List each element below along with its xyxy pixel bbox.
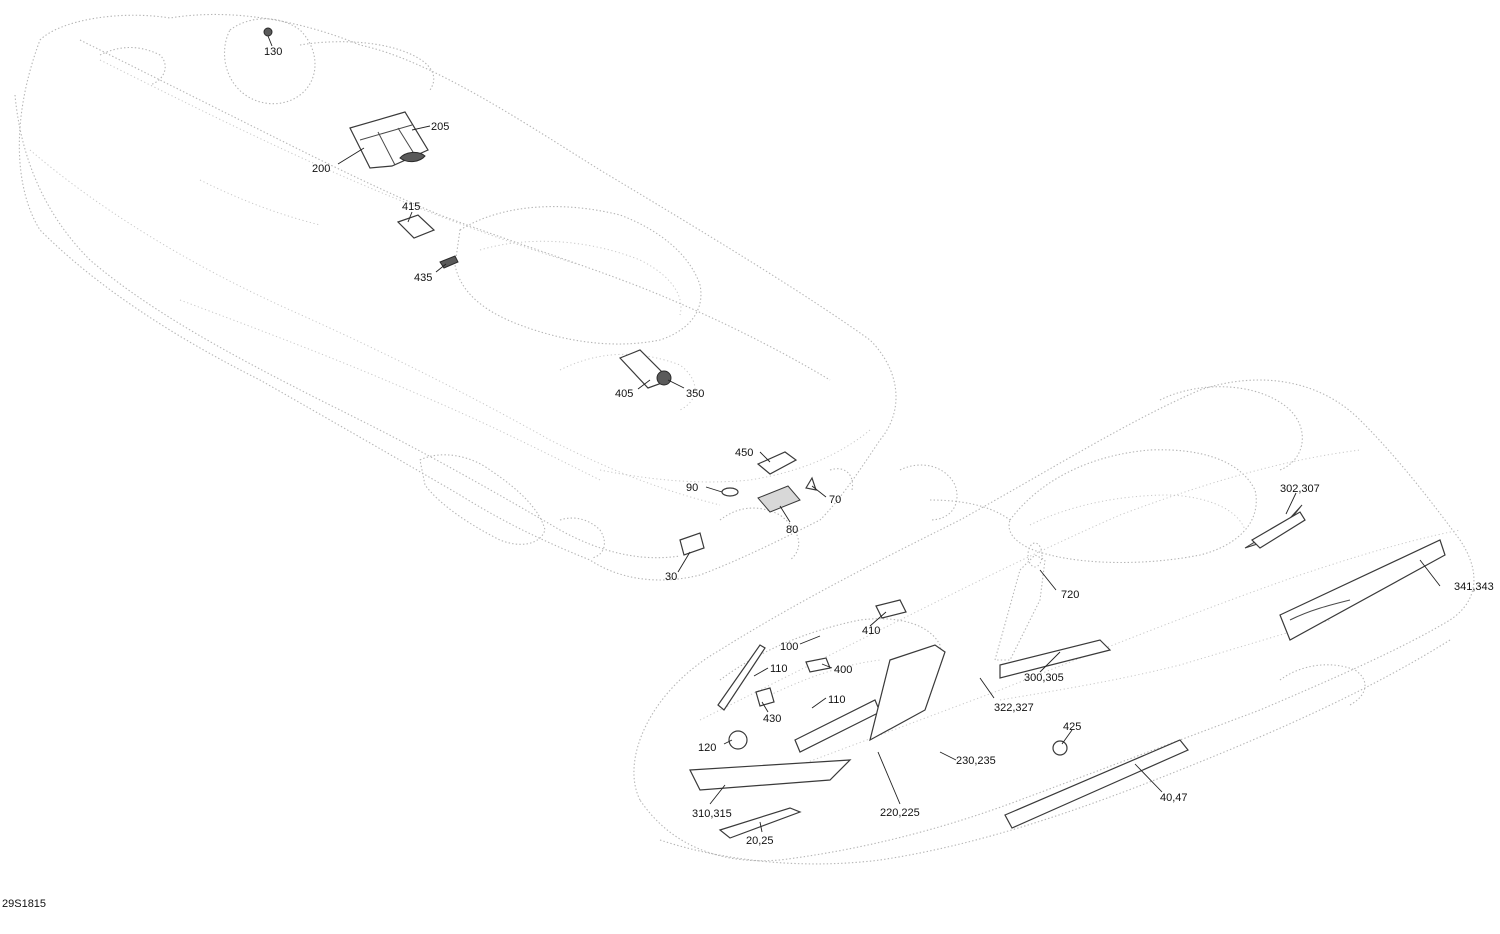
callout-130: 130: [264, 46, 282, 58]
decal-110-shape: [717, 644, 766, 711]
callout-302-307: 302,307: [1280, 483, 1320, 495]
decal-40-47-shape: [1004, 739, 1189, 829]
callout-720: 720: [1061, 589, 1079, 601]
left-decals: [263, 27, 817, 556]
decal-310-315-shape: [689, 759, 852, 791]
callout-110-lower: 110: [828, 694, 846, 706]
callout-450: 450: [735, 447, 753, 459]
callout-40-47: 40,47: [1160, 792, 1188, 804]
callout-90: 90: [686, 482, 698, 494]
callout-400: 400: [834, 664, 852, 676]
callout-30: 30: [665, 571, 677, 583]
decal-425-shape: [1052, 740, 1068, 756]
callout-430: 430: [763, 713, 781, 725]
callout-310-315: 310,315: [692, 808, 732, 820]
leader-lines: [267, 35, 1441, 833]
callout-80: 80: [786, 524, 798, 536]
callout-labels: 130 205 200 415 435 405 350 450 90 70 80…: [264, 46, 1494, 847]
callout-20-25: 20,25: [746, 835, 774, 847]
decal-410-shape: [875, 599, 907, 619]
callout-410: 410: [862, 625, 880, 637]
decal-415-shape: [396, 214, 436, 239]
decal-450-shape: [756, 451, 798, 475]
decal-430-shape: [755, 687, 775, 707]
figure-code: 29S1815: [2, 898, 47, 910]
callout-100: 100: [780, 641, 798, 653]
callout-300-305: 300,305: [1024, 672, 1064, 684]
decal-300-305-shape: [999, 639, 1112, 679]
callout-220-225: 220,225: [880, 807, 920, 819]
decal-90-shape: [721, 487, 739, 497]
decal-sea-doo-hood-shape: [794, 699, 881, 753]
callout-435: 435: [414, 272, 432, 284]
decal-120-shape: [728, 730, 748, 750]
decal-30-shape: [679, 532, 705, 556]
callout-425: 425: [1063, 721, 1081, 733]
callout-415: 415: [402, 201, 420, 213]
callout-341-343: 341,343: [1454, 581, 1494, 593]
decal-130-shape: [263, 27, 273, 37]
watercraft-rear-view: [14, 13, 897, 581]
callout-322-327: 322,327: [994, 702, 1034, 714]
watercraft-front-view: [633, 379, 1475, 865]
callout-350: 350: [686, 388, 704, 400]
callout-405: 405: [615, 388, 633, 400]
decal-220-225-shape: [869, 644, 946, 742]
callout-230-235: 230,235: [956, 755, 996, 767]
callout-200: 200: [312, 163, 330, 175]
callout-70: 70: [829, 494, 841, 506]
callout-120: 120: [698, 742, 716, 754]
decal-400-shape: [805, 657, 831, 673]
decal-341-343-shape: [1279, 539, 1446, 641]
right-decals: [689, 504, 1446, 839]
decal-350-shape: [656, 370, 672, 386]
callout-205: 205: [431, 121, 449, 133]
callout-110-upper: 110: [770, 663, 788, 675]
decal-80-shape: [757, 485, 801, 513]
